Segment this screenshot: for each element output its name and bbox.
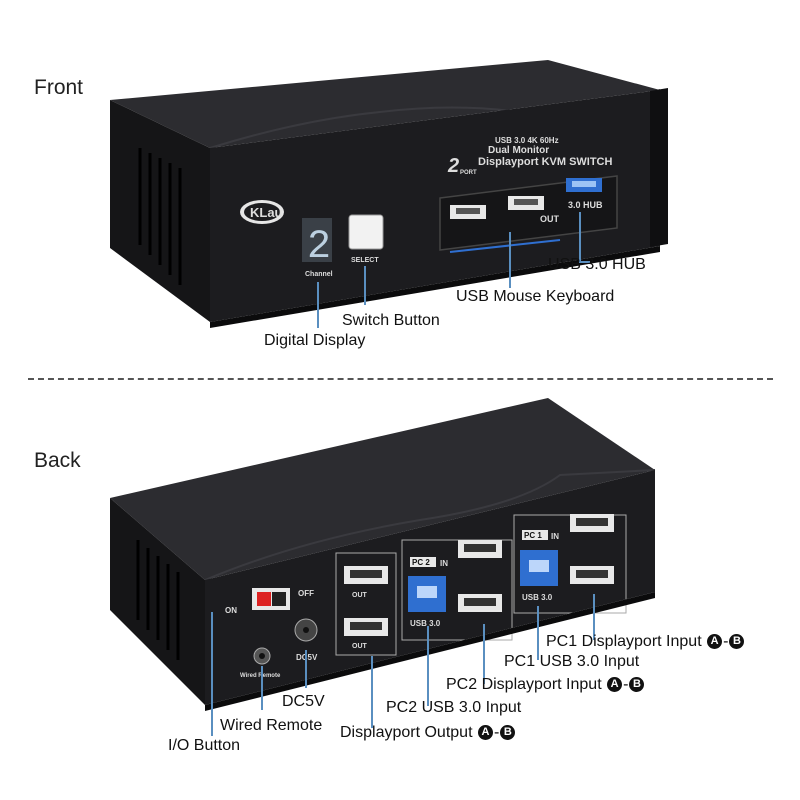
callout-pc1-dp-input: PC1 Displayport Input A-B <box>546 633 745 651</box>
callout-dc5v: DC5V <box>282 693 325 710</box>
marker-a-icon: A <box>477 725 493 741</box>
pc2-badge: PC 2 <box>412 558 430 567</box>
callout-pc2-usb: PC2 USB 3.0 Input <box>386 699 522 716</box>
port-count: 2 <box>447 155 459 177</box>
pc2-in-caption: IN <box>440 559 448 568</box>
range-dash: - <box>623 676 629 693</box>
pc1-badge: PC 1 <box>524 531 542 540</box>
wired-remote-caption: Wired Remote <box>240 673 281 679</box>
pc2-dp-input-text: PC2 Displayport Input <box>446 676 602 693</box>
front-top-panel <box>110 60 660 148</box>
marker-b-icon: B <box>500 725 516 741</box>
power-switch-on <box>257 592 271 606</box>
marker-b-icon: B <box>729 634 745 650</box>
channel-caption: Channel <box>305 271 333 278</box>
select-caption: SELECT <box>351 257 379 264</box>
digit-display-frame <box>302 218 332 262</box>
front-face-panel <box>210 90 660 322</box>
callout-switch-button: Switch Button <box>342 312 440 329</box>
front-section-title: Front <box>34 76 84 99</box>
pc1-dp-input-text: PC1 Displayport Input <box>546 633 702 650</box>
select-button-shape <box>348 214 384 250</box>
callout-pc2-dp-input: PC2 Displayport Input A-B <box>446 676 645 694</box>
port-word: PORT <box>460 170 477 176</box>
pc2-port-group <box>401 539 513 641</box>
klau-logo: KLau <box>240 200 284 224</box>
off-caption: OFF <box>298 589 314 598</box>
callout-line-usb-hub <box>579 212 590 263</box>
power-switch-off <box>272 592 286 606</box>
back-section-title: Back <box>34 449 81 472</box>
out-b-caption: OUT <box>352 592 368 599</box>
model-line2: Dual Monitor <box>488 145 549 156</box>
marker-a-icon: A <box>607 677 623 693</box>
logo-text: KLau <box>250 205 283 220</box>
callout-io-button: I/O Button <box>168 737 241 754</box>
out-a-caption: OUT <box>352 643 368 650</box>
digit-display-value: 2 <box>307 225 331 270</box>
hub-caption: 3.0 HUB <box>568 200 603 210</box>
pc2-usb30-caption: USB 3.0 <box>410 619 441 628</box>
pc1-usb30-caption: USB 3.0 <box>522 593 553 602</box>
callout-dp-output: Displayport Output A-B <box>340 724 516 742</box>
callout-pc1-usb: PC1 USB 3.0 Input <box>504 653 640 670</box>
front-port-panel <box>439 175 618 251</box>
section-divider <box>28 378 773 380</box>
callout-usb-mouse-keyboard: USB Mouse Keyboard <box>456 288 615 305</box>
back-top-panel <box>110 398 655 580</box>
output-port-group <box>335 552 397 656</box>
callout-wired-remote: Wired Remote <box>220 717 323 734</box>
range-dash: - <box>723 633 729 650</box>
callout-usb-hub: USB 3.0 HUB <box>548 256 646 273</box>
pc1-in-caption: IN <box>551 532 559 541</box>
out-caption: OUT <box>540 214 560 224</box>
model-line3: Displayport KVM SWITCH <box>478 156 613 168</box>
marker-a-icon: A <box>707 634 723 650</box>
on-caption: ON <box>225 606 237 615</box>
callout-digital-display: Digital Display <box>264 332 366 349</box>
marker-b-icon: B <box>629 677 645 693</box>
model-line1: USB 3.0 4K 60Hz <box>495 136 559 145</box>
range-dash: - <box>493 724 500 741</box>
dp-output-text: Displayport Output <box>340 724 473 741</box>
dc5v-caption: DC5V <box>296 653 318 662</box>
